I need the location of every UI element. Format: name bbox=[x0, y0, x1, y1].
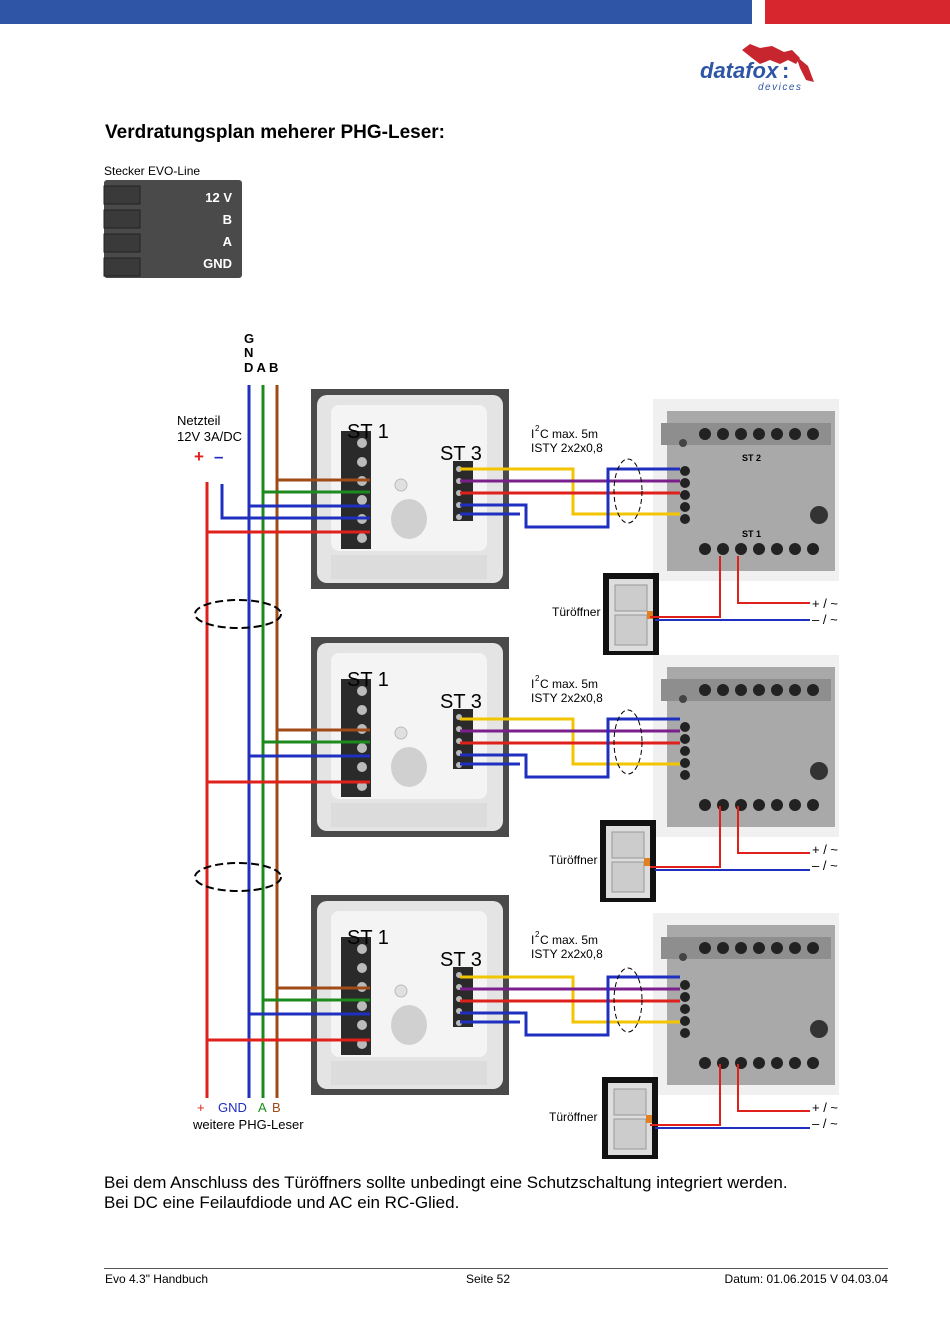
st1-label: ST 1 bbox=[347, 421, 389, 443]
door-label: Türöffner bbox=[552, 605, 600, 619]
st3-label: ST 3 bbox=[440, 443, 482, 465]
door-label: Türöffner bbox=[549, 853, 597, 867]
out-plus: + / ~ bbox=[812, 1100, 838, 1115]
i2c-prefix: I bbox=[531, 677, 534, 691]
cable-label: ISTY 2x2x0,8 bbox=[531, 691, 603, 705]
datafox-logo: datafox : devices bbox=[700, 42, 830, 94]
bus-label-n: N bbox=[244, 345, 253, 360]
header-bar-blue bbox=[0, 0, 752, 24]
body-text: Bei dem Anschluss des Türöffners sollte … bbox=[104, 1173, 904, 1213]
page-title: Verdratungsplan meherer PHG-Leser: bbox=[105, 122, 445, 143]
module-st2: ST 2 bbox=[742, 453, 761, 463]
pin-label: A bbox=[223, 234, 233, 249]
bus-gnd: GND bbox=[218, 1100, 247, 1115]
i2c-sup: 2 bbox=[535, 930, 540, 939]
connector-label: Stecker EVO-Line bbox=[104, 164, 201, 178]
header-bar-red bbox=[765, 0, 950, 24]
i2c-label: C max. 5m bbox=[540, 427, 598, 441]
logo-brand: datafox bbox=[700, 58, 779, 83]
i2c-label: C max. 5m bbox=[540, 933, 598, 947]
out-minus: – / ~ bbox=[812, 612, 838, 627]
body-line-1: Bei dem Anschluss des Türöffners sollte … bbox=[104, 1173, 788, 1192]
fox-logo-icon: datafox : devices bbox=[700, 44, 814, 93]
door-module-3 bbox=[653, 913, 839, 1095]
door-icon bbox=[599, 819, 657, 903]
out-plus: + / ~ bbox=[812, 596, 838, 611]
door-icon bbox=[601, 1076, 659, 1160]
st3-label: ST 3 bbox=[440, 691, 482, 713]
power-plus: + bbox=[194, 447, 204, 466]
bus-b: B bbox=[272, 1100, 281, 1115]
pin-label: B bbox=[223, 212, 232, 227]
pin-label: 12 V bbox=[205, 190, 232, 205]
phg-reader-3 bbox=[310, 894, 510, 1096]
i2c-label: C max. 5m bbox=[540, 677, 598, 691]
st3-label: ST 3 bbox=[440, 949, 482, 971]
body-line-2: Bei DC eine Feilaufdiode und AC ein RC-G… bbox=[104, 1193, 460, 1212]
door-module-2 bbox=[653, 655, 839, 837]
power-minus: – bbox=[214, 447, 223, 466]
power-spec: 12V 3A/DC bbox=[177, 429, 242, 444]
bus-a: A bbox=[258, 1100, 267, 1115]
door-module-1 bbox=[653, 399, 839, 581]
phg-reader-1 bbox=[310, 388, 510, 590]
bus-label-g: G bbox=[244, 331, 254, 346]
phg-reader-2 bbox=[310, 636, 510, 838]
i2c-prefix: I bbox=[531, 427, 534, 441]
footer-page: Seite 52 bbox=[466, 1272, 511, 1286]
door-label: Türöffner bbox=[549, 1110, 597, 1124]
i2c-sup: 2 bbox=[535, 674, 540, 683]
st1-label: ST 1 bbox=[347, 927, 389, 949]
footer-right: Datum: 01.06.2015 V 04.03.04 bbox=[724, 1272, 888, 1286]
logo-colon: : bbox=[782, 58, 789, 83]
cable-label: ISTY 2x2x0,8 bbox=[531, 441, 603, 455]
out-minus: – / ~ bbox=[812, 858, 838, 873]
out-minus: – / ~ bbox=[812, 1116, 838, 1131]
cable-label: ISTY 2x2x0,8 bbox=[531, 947, 603, 961]
i2c-sup: 2 bbox=[535, 424, 540, 433]
evo-line-connector: 12 V B A GND bbox=[103, 180, 242, 278]
pin-label: GND bbox=[203, 256, 232, 271]
i2c-prefix: I bbox=[531, 933, 534, 947]
st1-label: ST 1 bbox=[347, 669, 389, 691]
power-label: Netzteil bbox=[177, 413, 220, 428]
bus-label-dab: D A B bbox=[244, 360, 278, 375]
module-st1: ST 1 bbox=[742, 529, 761, 539]
bus-plus: + bbox=[197, 1100, 205, 1115]
bus-more: weitere PHG-Leser bbox=[192, 1117, 304, 1132]
door-icon bbox=[602, 572, 660, 656]
logo-sub: devices bbox=[758, 82, 802, 93]
footer-divider bbox=[104, 1268, 888, 1269]
out-plus: + / ~ bbox=[812, 842, 838, 857]
footer-left: Evo 4.3" Handbuch bbox=[105, 1272, 208, 1286]
